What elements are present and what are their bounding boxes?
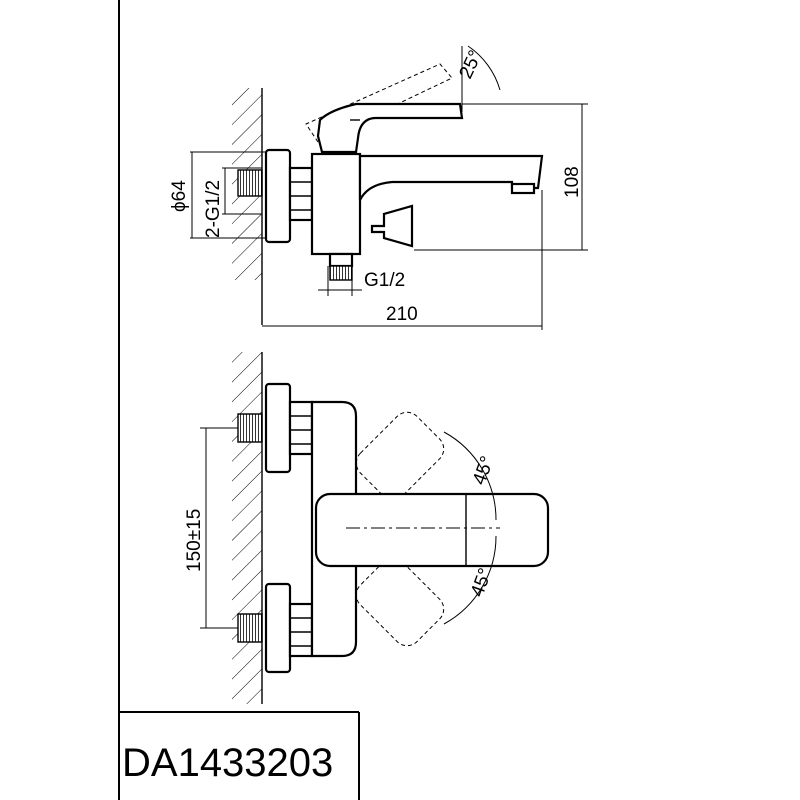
angle-25-marker: 25° xyxy=(455,45,501,112)
wall-flange-side xyxy=(264,148,292,244)
handle-rotated-ghosts xyxy=(355,411,445,647)
eccentric-connector xyxy=(288,166,314,222)
bottom-outlet-thread xyxy=(329,265,353,281)
lower-inlet-thread xyxy=(237,613,263,643)
inlet-dimension: ϕ64 2-G1/2 xyxy=(169,151,270,239)
height-dimension: 108 xyxy=(414,103,588,251)
upper-flange-top xyxy=(264,382,292,474)
spacing-label: 150±15 xyxy=(184,509,205,572)
outlet-dimension: G1/2 xyxy=(318,266,405,296)
bottom-outlet-stub xyxy=(328,252,354,268)
width-dimension: 210 xyxy=(262,190,543,330)
mixer-body-side xyxy=(310,152,362,256)
lower-connector-top xyxy=(288,602,314,658)
handle-tilted-outline xyxy=(305,63,453,143)
diverter-knob xyxy=(370,204,414,248)
wall-hatch-side xyxy=(232,88,263,325)
lower-flange-top xyxy=(264,582,292,674)
top-view: 150±15 45° 45° xyxy=(184,352,550,704)
angle-upper-label: 45° xyxy=(469,454,499,488)
diameter-label: ϕ64 xyxy=(169,180,190,212)
height-label: 108 xyxy=(562,166,583,198)
lever-handle-side xyxy=(316,102,464,154)
outlet-thread-label: G1/2 xyxy=(364,270,405,291)
width-label: 210 xyxy=(386,304,418,325)
product-code: DA1433203 xyxy=(122,741,333,785)
angle-handle-label: 25° xyxy=(455,47,486,82)
upper-inlet-thread xyxy=(237,413,263,443)
aerator xyxy=(510,182,536,195)
drawing-frame xyxy=(118,0,360,800)
thread-inlet-label: 2-G1/2 xyxy=(203,180,224,238)
inlet-thread xyxy=(237,169,263,197)
side-view: ϕ64 2-G1/2 25° xyxy=(169,45,588,330)
upper-connector-top xyxy=(288,400,314,456)
angle-lower-label: 45° xyxy=(467,566,497,600)
wall-hatch-top xyxy=(232,352,263,704)
lever-handle-top xyxy=(314,492,550,568)
